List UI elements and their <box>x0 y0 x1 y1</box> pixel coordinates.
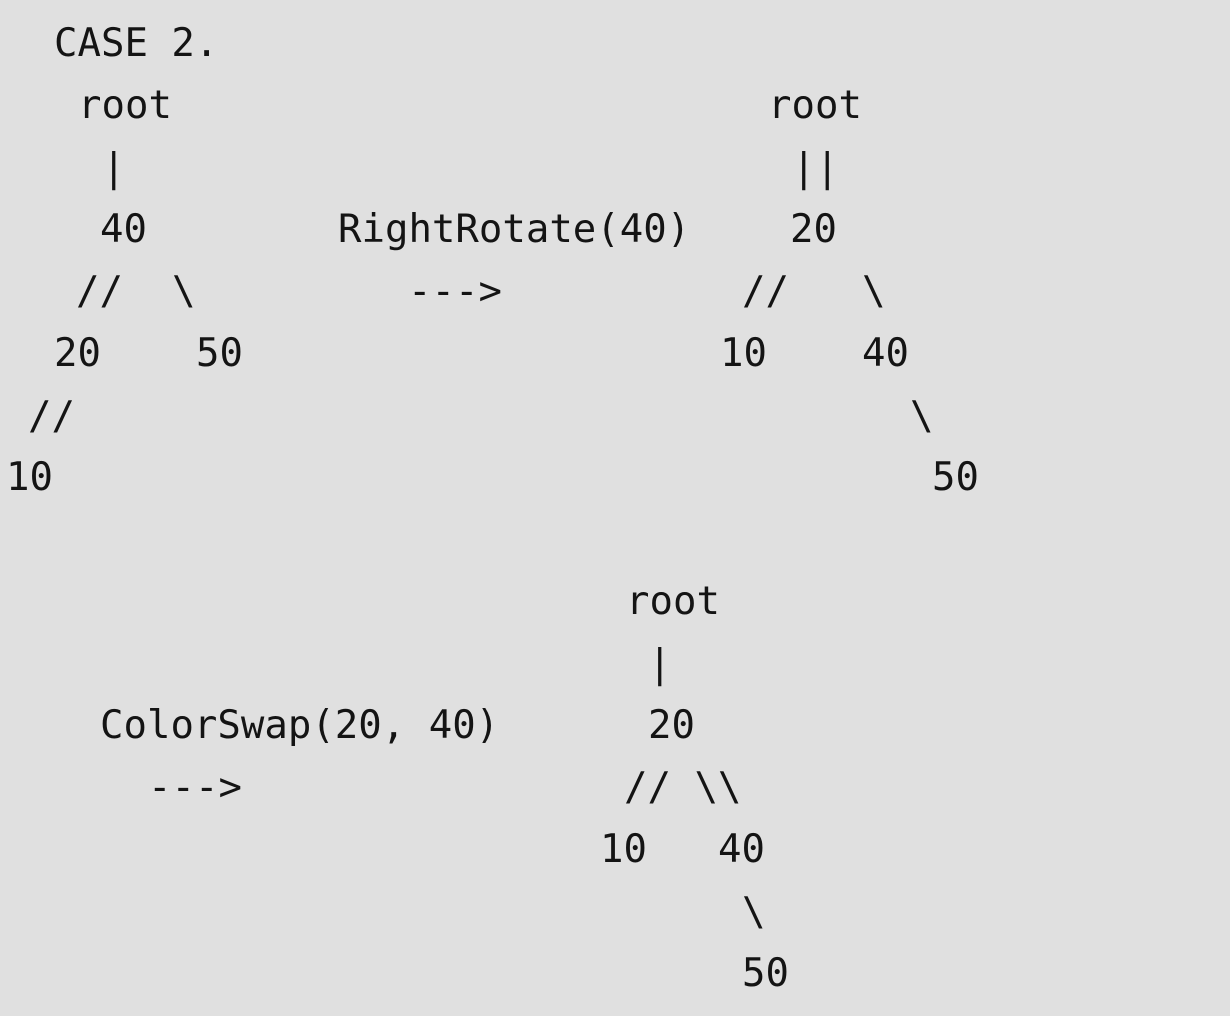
case-label: CASE 2. <box>54 21 219 66</box>
rotated-node-50: 50 <box>932 455 979 500</box>
rotated-root-link: || <box>792 146 839 191</box>
initial-node-20: 20 <box>54 331 101 376</box>
final-root-label: root <box>626 579 720 624</box>
color-swap-arrow: ---> <box>148 765 242 810</box>
final-root-link: | <box>648 642 672 687</box>
rotated-edge-20-right: \ <box>862 269 886 314</box>
initial-root-label: root <box>78 83 172 128</box>
final-node-40: 40 <box>718 827 765 872</box>
rotated-node-40: 40 <box>862 331 909 376</box>
final-node-10: 10 <box>600 827 647 872</box>
rotated-edge-20-left: // <box>742 269 789 314</box>
rotated-node-20: 20 <box>790 207 837 252</box>
initial-node-40: 40 <box>100 207 147 252</box>
initial-node-10: 10 <box>6 455 53 500</box>
final-edge-40-right: \ <box>742 890 766 935</box>
rotated-root-label: root <box>768 83 862 128</box>
final-node-20: 20 <box>648 703 695 748</box>
initial-edge-40-left: // <box>76 269 123 314</box>
right-rotate-label: RightRotate(40) <box>338 207 691 252</box>
rotated-edge-40-right: \ <box>910 394 934 439</box>
final-edges-20: // \\ <box>624 765 742 810</box>
initial-node-50: 50 <box>196 331 243 376</box>
initial-edge-40-right: \ <box>172 269 196 314</box>
right-rotate-arrow: ---> <box>408 269 502 314</box>
final-node-50: 50 <box>742 951 789 996</box>
rotated-node-10: 10 <box>720 331 767 376</box>
initial-root-link: | <box>102 146 126 191</box>
color-swap-label: ColorSwap(20, 40) <box>100 703 500 748</box>
initial-edge-20-left: // <box>28 394 75 439</box>
